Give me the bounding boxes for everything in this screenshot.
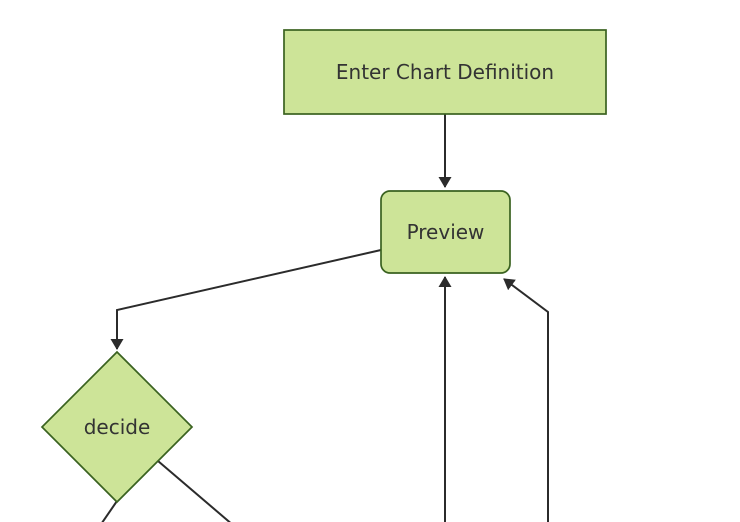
- node-decide: decide: [40, 350, 194, 504]
- edge-layer: [101, 114, 549, 522]
- node-preview-shape: [380, 190, 511, 274]
- node-enter-chart-definition-label: Enter Chart Definition: [336, 60, 554, 84]
- node-enter-chart-definition-shape: [283, 29, 607, 115]
- edge-decide-to-offscreen-bottom-right: [157, 460, 231, 522]
- node-decide-label: decide: [84, 415, 151, 439]
- edge-preview-to-decide: [110, 249, 382, 350]
- node-preview: Preview: [380, 190, 511, 274]
- edge-offscreen-bottom-right-to-preview: [503, 278, 549, 522]
- edge-decide-to-offscreen-bottom-left: [101, 500, 118, 522]
- node-enter-chart-definition: Enter Chart Definition: [283, 29, 607, 115]
- node-decide-shape: [40, 350, 194, 504]
- node-preview-label: Preview: [407, 220, 485, 244]
